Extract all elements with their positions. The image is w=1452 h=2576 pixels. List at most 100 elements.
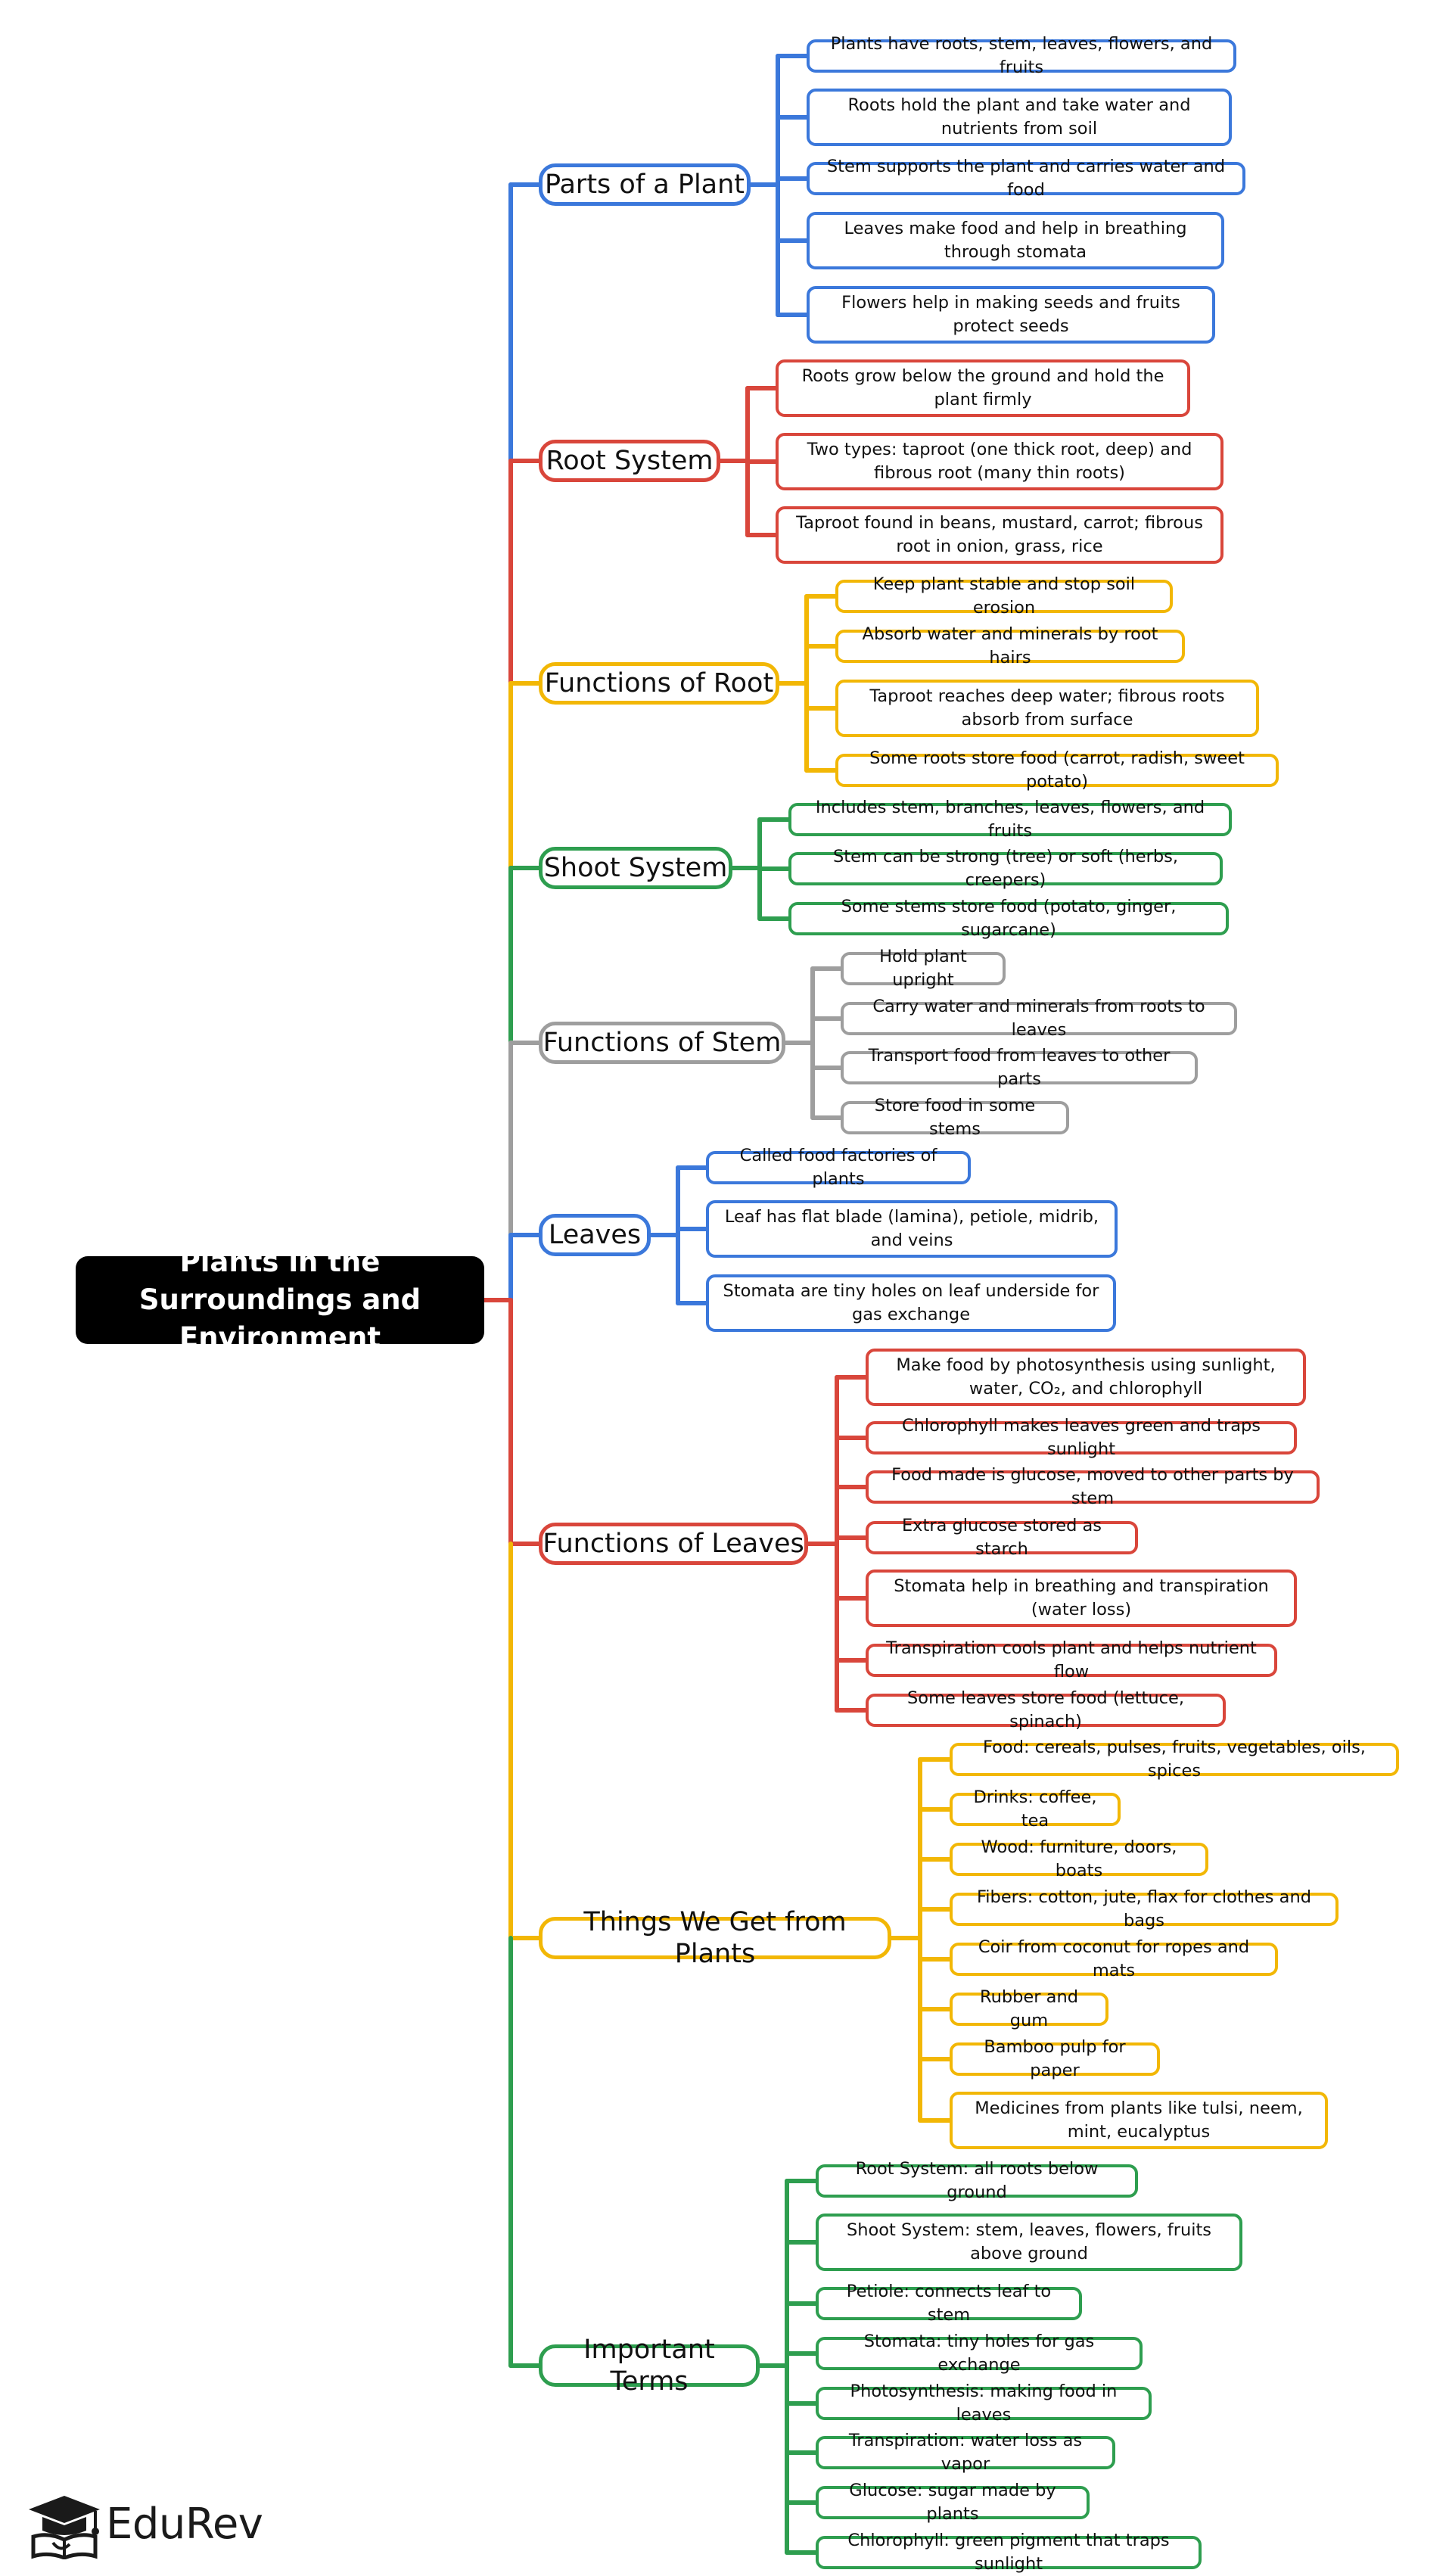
leaf-node: Leaf has flat blade (lamina), petiole, m… bbox=[706, 1200, 1118, 1258]
leaf-node: Wood: furniture, doors, boats bbox=[950, 1837, 1208, 1881]
leaf-node-text: Taproot found in beans, mustard, carrot;… bbox=[796, 513, 1203, 556]
leaf-node-text: Two types: taproot (one thick root, deep… bbox=[807, 440, 1192, 483]
leaf-node-text: Stomata help in breathing and transpirat… bbox=[894, 1576, 1269, 1619]
leaf-node: Petiole: connects leaf to stem bbox=[816, 2282, 1082, 2325]
branch-node-text: Functions of Stem bbox=[543, 1028, 782, 1058]
leaf-node: Stomata help in breathing and transpirat… bbox=[866, 1570, 1297, 1627]
leaf-node-text: Stomata are tiny holes on leaf underside… bbox=[723, 1281, 1099, 1324]
leaf-node-text: Transport food from leaves to other part… bbox=[868, 1046, 1171, 1089]
leaf-node: Fibers: cotton, jute, flax for clothes a… bbox=[950, 1887, 1339, 1930]
leaf-node: Stomata are tiny holes on leaf underside… bbox=[706, 1274, 1116, 1332]
leaf-node-text: Bamboo pulp for paper bbox=[984, 2037, 1126, 2080]
leaf-node-text: Wood: furniture, doors, boats bbox=[981, 1837, 1177, 1881]
leaf-node: Transpiration: water loss as vapor bbox=[816, 2431, 1115, 2474]
leaf-node: Absorb water and minerals by root hairs bbox=[835, 624, 1185, 667]
branch-node-text: Important Terms bbox=[583, 2335, 715, 2397]
leaf-node: Make food by photosynthesis using sunlig… bbox=[866, 1349, 1306, 1406]
leaf-node-text: Keep plant stable and stop soil erosion bbox=[872, 574, 1136, 618]
leaf-node-text: Some roots store food (carrot, radish, s… bbox=[869, 748, 1245, 792]
leaf-node: Keep plant stable and stop soil erosion bbox=[835, 574, 1173, 618]
leaf-node: Taproot reaches deep water; fibrous root… bbox=[835, 680, 1259, 737]
branch-node: Root System bbox=[539, 440, 720, 482]
leaf-node-text: Medicines from plants like tulsi, neem, … bbox=[975, 2098, 1303, 2142]
leaf-node: Store food in some stems bbox=[841, 1096, 1069, 1139]
branch-node: Shoot System bbox=[539, 847, 732, 889]
branch-node: Things We Get from Plants bbox=[539, 1907, 891, 1969]
leaf-node: Flowers help in making seeds and fruits … bbox=[807, 286, 1215, 344]
leaf-node: Shoot System: stem, leaves, flowers, fru… bbox=[816, 2214, 1242, 2271]
leaf-node: Glucose: sugar made by plants bbox=[816, 2481, 1090, 2524]
leaf-node: Leaves make food and help in breathing t… bbox=[807, 212, 1224, 269]
leaf-node-text: Absorb water and minerals by root hairs bbox=[862, 624, 1158, 667]
branch-node-text: Functions of Root bbox=[544, 668, 774, 698]
leaf-node: Coir from coconut for ropes and mats bbox=[950, 1937, 1278, 1980]
leaf-node: Roots hold the plant and take water and … bbox=[807, 89, 1232, 146]
leaf-node: Rubber and gum bbox=[950, 1987, 1108, 2030]
leaf-node-text: Called food factories of plants bbox=[739, 1146, 937, 1189]
leaf-node: Transpiration cools plant and helps nutr… bbox=[866, 1638, 1277, 1682]
root-node: Plants in the Surroundings and Environme… bbox=[76, 1246, 484, 1354]
leaf-node-text: Rubber and gum bbox=[979, 1987, 1079, 2030]
leaf-node-text: Photosynthesis: making food in leaves bbox=[850, 2382, 1118, 2425]
leaf-node-text: Includes stem, branches, leaves, flowers… bbox=[815, 798, 1205, 841]
leaf-node-text: Leaf has flat blade (lamina), petiole, m… bbox=[724, 1207, 1099, 1250]
leaf-node-text: Transpiration cools plant and helps nutr… bbox=[886, 1638, 1257, 1682]
leaf-node-text: Coir from coconut for ropes and mats bbox=[978, 1937, 1250, 1980]
leaf-node-text: Food made is glucose, moved to other par… bbox=[891, 1465, 1294, 1508]
leaf-node-text: Transpiration: water loss as vapor bbox=[848, 2431, 1083, 2474]
leaf-node-text: Chlorophyll: green pigment that traps su… bbox=[847, 2531, 1170, 2574]
leaf-node: Carry water and minerals from roots to l… bbox=[841, 997, 1237, 1040]
leaf-node-text: Make food by photosynthesis using sunlig… bbox=[896, 1355, 1276, 1398]
leaf-node-text: Some leaves store food (lettuce, spinach… bbox=[907, 1688, 1184, 1731]
branch-node-text: Functions of Leaves bbox=[543, 1529, 804, 1559]
leaf-node: Taproot found in beans, mustard, carrot;… bbox=[776, 506, 1223, 564]
leaf-node: Roots grow below the ground and hold the… bbox=[776, 359, 1190, 417]
leaf-node: Drinks: coffee, tea bbox=[950, 1787, 1121, 1831]
graduation-cap-book-icon bbox=[29, 2496, 100, 2559]
branch-node-text: Leaves bbox=[548, 1220, 642, 1250]
branch-node-text: Parts of a Plant bbox=[544, 170, 745, 200]
leaf-node: Bamboo pulp for paper bbox=[950, 2037, 1160, 2080]
leaf-node: Chlorophyll makes leaves green and traps… bbox=[866, 1416, 1297, 1459]
leaf-node-text: Leaves make food and help in breathing t… bbox=[844, 219, 1187, 262]
branch-node: Parts of a Plant bbox=[539, 163, 751, 206]
leaf-node: Called food factories of plants bbox=[706, 1146, 971, 1189]
leaf-node-text: Roots hold the plant and take water and … bbox=[847, 95, 1191, 138]
leaf-node: Hold plant upright bbox=[841, 947, 1006, 990]
leaf-node-text: Stem supports the plant and carries wate… bbox=[826, 157, 1226, 200]
leaf-node: Stomata: tiny holes for gas exchange bbox=[816, 2332, 1143, 2375]
branch-node-text: Shoot System bbox=[543, 853, 728, 883]
brand-name: EduRev bbox=[106, 2500, 263, 2549]
branch-node: Important Terms bbox=[539, 2335, 760, 2397]
leaf-node-text: Fibers: cotton, jute, flax for clothes a… bbox=[976, 1887, 1311, 1930]
leaf-node-text: Shoot System: stem, leaves, flowers, fru… bbox=[846, 2220, 1212, 2263]
leaf-node: Medicines from plants like tulsi, neem, … bbox=[950, 2092, 1328, 2149]
leaf-node: Photosynthesis: making food in leaves bbox=[816, 2382, 1152, 2425]
leaf-node: Two types: taproot (one thick root, deep… bbox=[776, 433, 1223, 490]
leaf-node: Food made is glucose, moved to other par… bbox=[866, 1465, 1320, 1508]
leaf-node-text: Taproot reaches deep water; fibrous root… bbox=[869, 686, 1225, 730]
leaf-node: Some stems store food (potato, ginger, s… bbox=[788, 897, 1229, 940]
leaf-node-text: Some stems store food (potato, ginger, s… bbox=[841, 897, 1177, 940]
leaf-node-text: Stem can be strong (tree) or soft (herbs… bbox=[832, 847, 1179, 890]
leaf-node: Root System: all roots below ground bbox=[816, 2159, 1138, 2202]
brand-watermark: EduRev bbox=[23, 2490, 303, 2559]
leaf-node-text: Carry water and minerals from roots to l… bbox=[872, 997, 1205, 1040]
leaf-node-text: Root System: all roots below ground bbox=[855, 2159, 1099, 2202]
leaf-node: Food: cereals, pulses, fruits, vegetable… bbox=[950, 1738, 1399, 1781]
leaf-node-text: Extra glucose stored as starch bbox=[901, 1516, 1102, 1559]
leaf-node: Stem can be strong (tree) or soft (herbs… bbox=[788, 847, 1223, 890]
leaf-node-text: Flowers help in making seeds and fruits … bbox=[841, 293, 1180, 336]
leaf-node: Extra glucose stored as starch bbox=[866, 1516, 1138, 1559]
leaf-node: Stem supports the plant and carries wate… bbox=[807, 157, 1245, 200]
leaf-node-text: Drinks: coffee, tea bbox=[973, 1787, 1097, 1831]
root-node-text: Plants in the Surroundings and Environme… bbox=[138, 1246, 421, 1354]
leaf-node-text: Glucose: sugar made by plants bbox=[849, 2481, 1056, 2524]
branch-node: Functions of Root bbox=[539, 662, 779, 705]
branch-node: Leaves bbox=[539, 1214, 651, 1256]
branch-node-text: Things We Get from Plants bbox=[583, 1907, 847, 1969]
leaf-node-text: Food: cereals, pulses, fruits, vegetable… bbox=[983, 1738, 1366, 1781]
leaf-node: Chlorophyll: green pigment that traps su… bbox=[816, 2531, 1202, 2574]
leaf-node-text: Store food in some stems bbox=[874, 1096, 1036, 1139]
leaf-node-text: Chlorophyll makes leaves green and traps… bbox=[901, 1416, 1261, 1459]
